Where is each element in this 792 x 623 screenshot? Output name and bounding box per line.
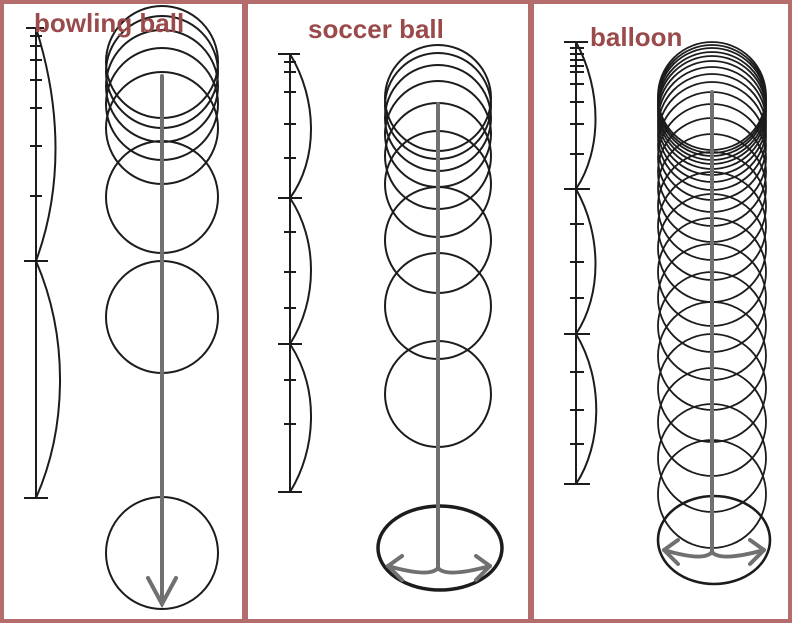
split-arrow-left-icon bbox=[386, 564, 440, 575]
panel-balloon bbox=[564, 41, 772, 586]
split-arrowhead-right-icon bbox=[748, 538, 766, 566]
ruler-arc bbox=[289, 197, 312, 345]
ruler-arc bbox=[575, 41, 597, 190]
arrowhead-down-icon bbox=[146, 576, 178, 609]
ruler-arc bbox=[289, 343, 312, 493]
timing-ruler-balloon bbox=[564, 41, 598, 485]
split-arrow-right-icon bbox=[710, 548, 766, 559]
split-arrow-left-icon bbox=[662, 548, 714, 559]
split-arrowhead-left-icon bbox=[386, 554, 404, 582]
panel-title-bowling: bowling ball bbox=[34, 8, 185, 38]
timing-ruler-soccer bbox=[278, 53, 312, 493]
ruler-arc bbox=[289, 53, 312, 199]
ruler-arc bbox=[35, 260, 61, 499]
frame-soccer bbox=[244, 0, 532, 623]
split-arrowhead-right-icon bbox=[474, 554, 492, 582]
panel-soccer bbox=[278, 44, 504, 592]
motion-arrow-soccer bbox=[386, 102, 492, 582]
ruler-arc bbox=[35, 27, 57, 262]
timing-ruler-bowling bbox=[24, 27, 61, 499]
split-arrow-right-icon bbox=[436, 564, 492, 575]
panel-title-balloon: balloon bbox=[590, 22, 683, 52]
split-arrowhead-left-icon bbox=[662, 538, 680, 566]
motion-arrow-balloon bbox=[662, 90, 766, 566]
motion-arrow-bowling bbox=[146, 74, 178, 609]
frame-balloon bbox=[530, 0, 792, 623]
ruler-arc bbox=[575, 333, 598, 485]
panel-bowling bbox=[24, 5, 219, 610]
panel-title-soccer: soccer ball bbox=[308, 14, 444, 44]
ruler-arc bbox=[575, 188, 597, 335]
